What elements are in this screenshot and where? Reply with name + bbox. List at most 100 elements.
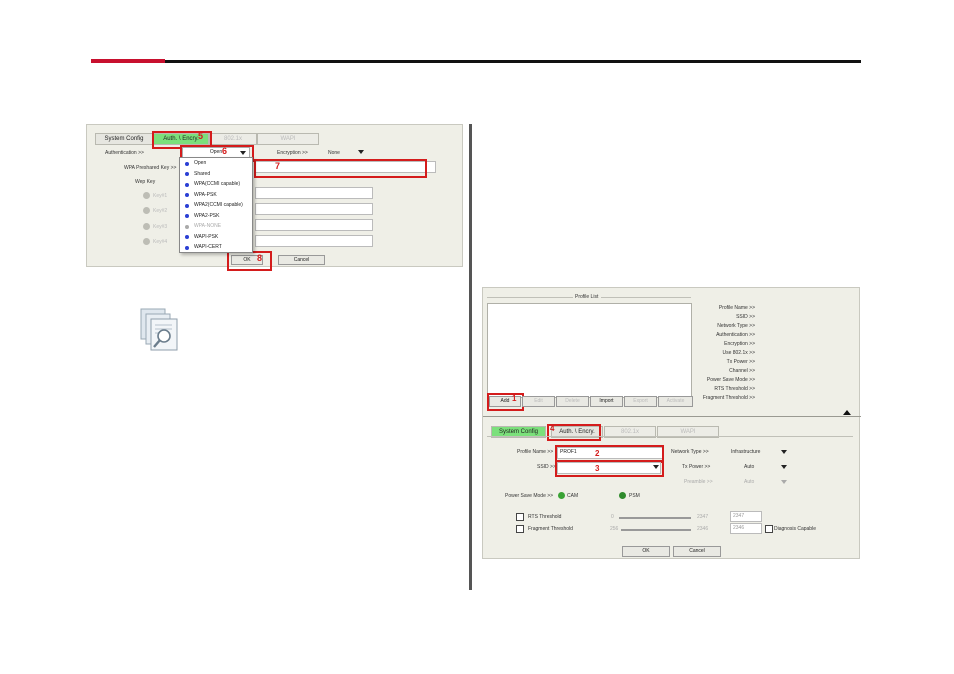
auth-option[interactable]: WAPI-CERT	[180, 242, 252, 253]
auth-option[interactable]: Shared	[180, 169, 252, 180]
fragment-max: 2346	[697, 526, 709, 532]
chevron-down-icon[interactable]	[240, 151, 246, 155]
rts-slider[interactable]	[619, 517, 691, 519]
wep-key-input[interactable]	[255, 219, 373, 231]
cancel-button[interactable]: Cancel	[673, 546, 721, 557]
section-divider	[483, 416, 861, 417]
document-search-icon	[139, 307, 183, 353]
rts-checkbox[interactable]	[516, 513, 524, 521]
marker-box-7	[254, 159, 427, 178]
marker-1: 1	[512, 394, 517, 403]
profile-field-label: Power Save Mode >>	[706, 377, 755, 383]
wep-key-input[interactable]	[255, 203, 373, 215]
tab-wapi[interactable]: WAPI	[257, 133, 319, 145]
ok-button[interactable]: OK	[622, 546, 670, 557]
marker-3: 3	[595, 464, 600, 473]
wep-key-radio[interactable]	[143, 223, 150, 230]
bullet-icon	[185, 193, 189, 197]
fragment-min: 256	[610, 526, 619, 532]
wep-key-label: Wep Key	[135, 179, 156, 185]
preamble-label: Preamble >>	[684, 479, 713, 485]
tx-power-label: Tx Power >>	[682, 464, 711, 470]
psm-radio[interactable]	[619, 492, 626, 499]
auth-option[interactable]: WAPI-PSK	[180, 232, 252, 243]
cancel-button[interactable]: Cancel	[278, 255, 325, 265]
diagnostics-checkbox[interactable]	[765, 525, 773, 533]
tab-8021x[interactable]: 802.1x	[209, 133, 257, 145]
bullet-icon	[185, 224, 189, 229]
network-type-value[interactable]: Infrastructure	[731, 449, 761, 455]
fragment-checkbox[interactable]	[516, 525, 524, 533]
wep-key-1-label: Key#1	[153, 193, 168, 199]
auth-option[interactable]: WPA(CCMI capable)	[180, 179, 252, 190]
profile-list-title: Profile List	[575, 294, 599, 300]
profile-panel: Profile List Profile Name >> SSID >> Net…	[482, 287, 861, 559]
cam-radio[interactable]	[558, 492, 565, 499]
profile-field-label: Profile Name >>	[718, 305, 755, 311]
authentication-dropdown[interactable]: Open Shared WPA(CCMI capable) WPA-PSK WP…	[179, 157, 253, 253]
rts-value[interactable]: 2347	[730, 511, 762, 522]
edit-button[interactable]: Edit	[522, 396, 555, 407]
ssid-select[interactable]	[557, 462, 661, 474]
chevron-down-icon[interactable]	[781, 465, 787, 469]
cam-label: CAM	[567, 493, 579, 499]
marker-5: 5	[198, 131, 204, 141]
fragment-value[interactable]: 2346	[730, 523, 762, 534]
power-save-label: Power Save Mode >>	[505, 493, 554, 499]
profile-field-label: Authentication >>	[716, 332, 755, 338]
wep-key-radio[interactable]	[143, 192, 150, 199]
profile-field-label: Use 802.1x >>	[722, 350, 755, 356]
wep-key-radio[interactable]	[143, 207, 150, 214]
collapse-arrow-icon[interactable]	[843, 410, 851, 415]
header-accent-bar	[91, 59, 165, 63]
tab-8021x[interactable]: 802.1x	[604, 426, 656, 438]
marker-box-3	[555, 460, 664, 477]
ok-button[interactable]: OK	[231, 255, 263, 265]
auth-option[interactable]: WPA2-PSK	[180, 211, 252, 222]
tab-strip-rule	[487, 436, 853, 437]
profile-field-label: RTS Threshold >>	[714, 386, 755, 392]
import-button[interactable]: Import	[590, 396, 623, 407]
wep-key-2-label: Key#2	[153, 208, 168, 214]
chevron-down-icon[interactable]	[358, 150, 364, 154]
tx-power-value[interactable]: Auto	[744, 464, 755, 470]
bullet-icon	[185, 235, 189, 239]
profile-list[interactable]	[487, 303, 692, 398]
tab-system-config[interactable]: System Config	[95, 133, 153, 145]
add-button[interactable]: Add	[489, 396, 521, 407]
wpa-key-label: WPA Preshared Key >>	[124, 165, 177, 171]
fragment-slider[interactable]	[621, 529, 691, 531]
tab-auth-encry[interactable]: Auth. \ Encry.	[153, 133, 209, 145]
auth-option[interactable]: WPA-PSK	[180, 190, 252, 201]
bullet-icon	[185, 214, 189, 218]
auth-option[interactable]: WPA2(CCMI capable)	[180, 200, 252, 211]
encryption-label: Encryption >>	[277, 150, 308, 156]
tab-system-config[interactable]: System Config	[491, 426, 546, 438]
profile-field-label: Network Type >>	[717, 323, 755, 329]
delete-button[interactable]: Delete	[556, 396, 589, 407]
bullet-icon	[185, 203, 189, 208]
activate-button[interactable]: Activate	[658, 396, 693, 407]
authentication-label: Authentication >>	[105, 150, 144, 156]
wep-key-4-label: Key#4	[153, 239, 168, 245]
wep-key-input[interactable]	[255, 187, 373, 199]
chevron-down-icon[interactable]	[781, 450, 787, 454]
chevron-down-icon[interactable]	[653, 465, 659, 469]
profile-field-label: Channel >>	[729, 368, 755, 374]
profile-list-rule	[487, 297, 573, 298]
marker-4: 4	[550, 424, 555, 433]
encryption-value[interactable]: None	[328, 150, 340, 156]
ssid-label: SSID >>	[537, 464, 556, 470]
profile-field-label: Encryption >>	[724, 341, 755, 347]
rts-label: RTS Threshold	[528, 514, 562, 520]
wep-key-input[interactable]	[255, 235, 373, 247]
auth-option[interactable]: Open	[180, 158, 252, 169]
header-rule	[165, 60, 861, 63]
marker-2: 2	[595, 449, 600, 458]
marker-box-4	[547, 424, 601, 441]
marker-8: 8	[257, 253, 263, 263]
tab-wapi[interactable]: WAPI	[657, 426, 719, 438]
export-button[interactable]: Export	[624, 396, 657, 407]
tab-auth-encry[interactable]: Auth. \ Encry.	[551, 426, 603, 438]
wep-key-radio[interactable]	[143, 238, 150, 245]
